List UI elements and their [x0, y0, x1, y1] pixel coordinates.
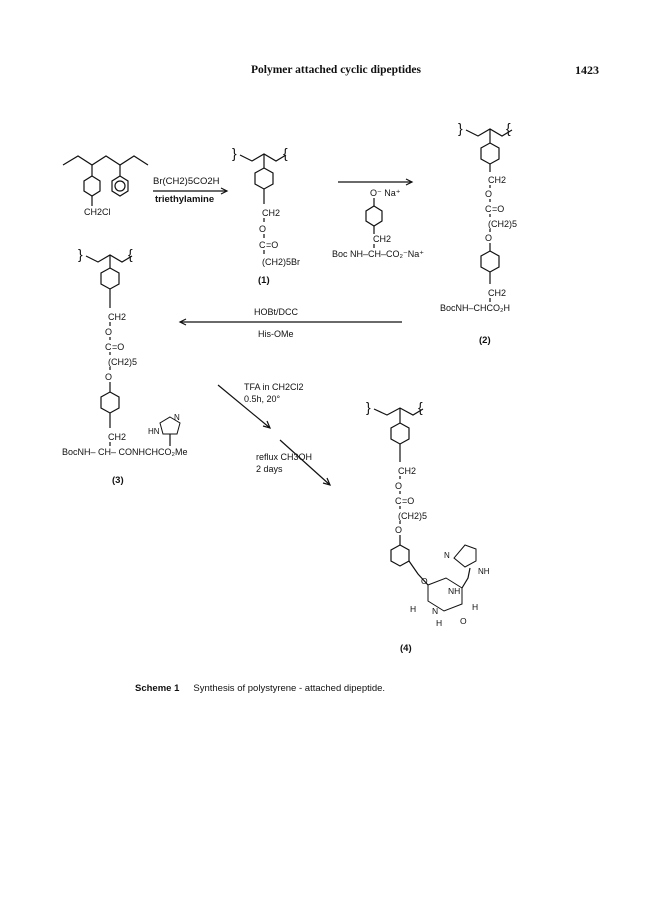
svg-text:H: H	[472, 602, 478, 612]
compound-4-label: (4)	[400, 643, 412, 654]
svg-text:}: }	[366, 399, 371, 415]
svg-text:0.5h, 20°: 0.5h, 20°	[244, 394, 281, 404]
svg-text:O: O	[105, 327, 112, 337]
svg-text:CH2: CH2	[373, 234, 391, 244]
svg-text:O: O	[485, 233, 492, 243]
svg-text:HOBt/DCC: HOBt/DCC	[254, 307, 299, 317]
svg-text:CH2: CH2	[488, 288, 506, 298]
step1-arrow: Br(CH2)5CO2H triethylamine	[153, 176, 229, 205]
svg-text:(CH2)5: (CH2)5	[488, 219, 517, 229]
svg-text:=O: =O	[112, 342, 124, 352]
svg-text:(CH2)5Br: (CH2)5Br	[262, 257, 300, 267]
svg-text:O: O	[105, 372, 112, 382]
svg-text:N: N	[444, 551, 450, 560]
reagent-acid: Br(CH2)5CO2H	[153, 176, 220, 187]
running-header: Polymer attached cyclic dipeptides	[250, 64, 422, 76]
svg-text:2 days: 2 days	[256, 464, 283, 474]
svg-text:BocNH– CH– CONHCHCO₂Me: BocNH– CH– CONHCHCO₂Me	[62, 447, 188, 457]
svg-text:HN: HN	[148, 427, 160, 436]
svg-text:O: O	[259, 224, 266, 234]
svg-text:=O: =O	[266, 240, 278, 250]
svg-text:BocNH–CHCO₂H: BocNH–CHCO₂H	[440, 303, 510, 313]
svg-text:N: N	[174, 413, 180, 422]
compound-3: } { CH2 O C =O (CH2)5 O CH2 BocNH– CH– C…	[62, 246, 188, 486]
svg-text:reflux CH3OH: reflux CH3OH	[256, 452, 312, 462]
svg-text:CH2: CH2	[108, 312, 126, 322]
caption-text: Synthesis of polystyrene - attached dipe…	[193, 683, 386, 694]
svg-text:O: O	[460, 616, 467, 626]
page-number: 1423	[575, 63, 599, 77]
step3: HOBt/DCC His-OMe	[178, 307, 402, 339]
compound-3-label: (3)	[112, 475, 124, 486]
svg-text:{: {	[418, 399, 423, 415]
svg-text:(CH2)5: (CH2)5	[398, 511, 427, 521]
start-substituent: CH2Cl	[84, 207, 111, 217]
svg-text:C: C	[259, 240, 266, 250]
compound-2-label: (2)	[479, 335, 491, 346]
compound-4: } { CH2 O C =O (CH2)5 O O NH N H	[366, 399, 490, 654]
compound-2: } { CH2 O C =O (CH2)5 O CH2 BocNH–CHCO₂H…	[440, 120, 517, 346]
svg-text:NH: NH	[478, 567, 490, 576]
svg-text:His-OMe: His-OMe	[258, 329, 294, 339]
svg-text:CH2: CH2	[398, 466, 416, 476]
compound-1-label: (1)	[258, 275, 270, 286]
svg-text:CH2: CH2	[488, 175, 506, 185]
svg-text:=O: =O	[402, 496, 414, 506]
svg-text:}: }	[78, 246, 83, 262]
svg-text:C: C	[105, 342, 112, 352]
svg-text:H: H	[436, 618, 442, 628]
svg-text:Boc NH–CH–CO₂⁻Na⁺: Boc NH–CH–CO₂⁻Na⁺	[332, 249, 424, 259]
step2: O⁻ Na⁺ CH2 Boc NH–CH–CO₂⁻Na⁺	[332, 178, 424, 259]
svg-text:O⁻ Na⁺: O⁻ Na⁺	[370, 188, 401, 198]
svg-text:{: {	[506, 120, 511, 136]
svg-text:{: {	[283, 145, 288, 161]
svg-text:}: }	[458, 120, 463, 136]
svg-text:{: {	[128, 246, 133, 262]
svg-text:TFA in CH2Cl2: TFA in CH2Cl2	[244, 382, 304, 392]
svg-text:O: O	[485, 189, 492, 199]
step4-5: TFA in CH2Cl2 0.5h, 20° reflux CH3OH 2 d…	[217, 382, 332, 486]
svg-text:N: N	[432, 606, 438, 616]
svg-text:C: C	[485, 204, 492, 214]
svg-text:O: O	[395, 525, 402, 535]
caption-label: Scheme 1	[135, 683, 180, 694]
svg-text:=O: =O	[492, 204, 504, 214]
svg-text:CH2: CH2	[108, 432, 126, 442]
svg-text:C: C	[395, 496, 402, 506]
reagent-base: triethylamine	[155, 194, 214, 205]
svg-text:NH: NH	[448, 586, 460, 596]
svg-text:O: O	[421, 576, 428, 586]
compound-1: } { CH2 O C =O (CH2)5Br (1)	[232, 145, 300, 286]
svg-text:CH2: CH2	[262, 208, 280, 218]
svg-text:H: H	[410, 604, 416, 614]
svg-text:(CH2)5: (CH2)5	[108, 357, 137, 367]
start-material: CH2Cl	[62, 155, 149, 217]
svg-text:}: }	[232, 145, 237, 161]
svg-text:O: O	[395, 481, 402, 491]
scheme-caption: Scheme 1 Synthesis of polystyrene - attac…	[135, 683, 385, 694]
